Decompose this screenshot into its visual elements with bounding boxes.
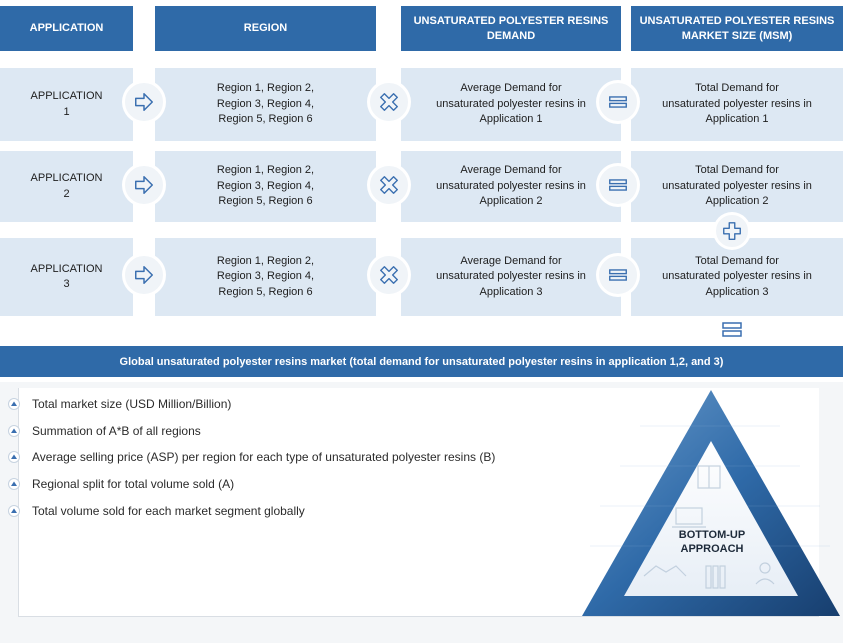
multiply-icon bbox=[369, 82, 409, 122]
triangle-bullet-icon bbox=[8, 478, 20, 490]
demand-line: unsaturated polyester resins in bbox=[436, 97, 586, 110]
market-line: Application 2 bbox=[705, 195, 769, 208]
books-icon bbox=[705, 565, 726, 589]
equals-icon bbox=[598, 82, 638, 122]
triangle-bullet-icon bbox=[8, 505, 20, 517]
demand-line: unsaturated polyester resins in bbox=[436, 179, 586, 192]
bullet-text: Total volume sold for each market segmen… bbox=[32, 504, 305, 518]
demand-cell: Average Demand for unsaturated polyester… bbox=[401, 68, 621, 141]
application-number: 1 bbox=[63, 105, 70, 118]
market-line: unsaturated polyester resins in bbox=[662, 270, 812, 283]
bullet-text: Regional split for total volume sold (A) bbox=[32, 477, 235, 491]
market-line: Total Demand for bbox=[695, 82, 779, 95]
region-line: Region 5, Region 6 bbox=[218, 195, 313, 208]
header-demand-line1: UNSATURATED POLYESTER RESINS bbox=[413, 14, 609, 27]
demand-line: unsaturated polyester resins in bbox=[436, 270, 586, 283]
region-line: Region 1, Region 2, bbox=[216, 82, 315, 95]
header-demand-line2: DEMAND bbox=[486, 29, 536, 42]
demand-line: Average Demand for bbox=[460, 82, 562, 95]
bullet-item: Total market size (USD Million/Billion) bbox=[8, 397, 231, 411]
plus-icon bbox=[715, 214, 749, 248]
application-label: APPLICATION bbox=[30, 90, 103, 102]
demand-line: Average Demand for bbox=[460, 254, 562, 267]
region-line: Region 3, Region 4, bbox=[216, 270, 315, 283]
handshake-icon bbox=[643, 565, 687, 577]
bullet-item: Regional split for total volume sold (A) bbox=[8, 477, 234, 491]
book-icon bbox=[697, 465, 721, 489]
triangle-bullet-icon bbox=[8, 451, 20, 463]
triangle-bullet-icon bbox=[8, 425, 20, 437]
bottom-up-triangle bbox=[580, 386, 842, 618]
arrow-right-icon bbox=[124, 255, 164, 295]
bullet-text: Total market size (USD Million/Billion) bbox=[32, 397, 232, 411]
market-line: unsaturated polyester resins in bbox=[662, 179, 812, 192]
region-cell: Region 1, Region 2, Region 3, Region 4, … bbox=[155, 68, 376, 141]
person-icon bbox=[755, 562, 775, 585]
equals-icon bbox=[598, 165, 638, 205]
application-cell: APPLICATION 2 bbox=[0, 151, 133, 222]
header-demand: UNSATURATED POLYESTER RESINS DEMAND bbox=[401, 6, 621, 51]
triangle-bullet-icon bbox=[8, 398, 20, 410]
bullet-item: Total volume sold for each market segmen… bbox=[8, 504, 305, 518]
market-line: Application 3 bbox=[705, 285, 769, 298]
arrow-right-icon bbox=[124, 82, 164, 122]
global-market-banner: Global unsaturated polyester resins mark… bbox=[0, 346, 843, 377]
application-cell: APPLICATION 3 bbox=[0, 238, 133, 316]
bullet-text: Summation of A*B of all regions bbox=[32, 424, 201, 438]
market-line: Total Demand for bbox=[695, 254, 779, 267]
region-cell: Region 1, Region 2, Region 3, Region 4, … bbox=[155, 238, 376, 316]
region-line: Region 1, Region 2, bbox=[216, 164, 315, 177]
header-market-size: UNSATURATED POLYESTER RESINS MARKET SIZE… bbox=[631, 6, 843, 51]
equals-icon bbox=[598, 255, 638, 295]
market-line: unsaturated polyester resins in bbox=[662, 97, 812, 110]
laptop-icon bbox=[672, 507, 706, 528]
demand-line: Application 1 bbox=[479, 113, 543, 126]
market-cell: Total Demand for unsaturated polyester r… bbox=[631, 151, 843, 222]
header-market-line2: MARKET SIZE (MSM) bbox=[681, 29, 793, 42]
approach-line: BOTTOM-UP bbox=[678, 529, 746, 541]
header-market-line1: UNSATURATED POLYESTER RESINS bbox=[639, 14, 835, 27]
region-line: Region 5, Region 6 bbox=[218, 285, 313, 298]
region-line: Region 1, Region 2, bbox=[216, 254, 315, 267]
region-line: Region 5, Region 6 bbox=[218, 113, 313, 126]
multiply-icon bbox=[369, 255, 409, 295]
region-line: Region 3, Region 4, bbox=[216, 97, 315, 110]
demand-cell: Average Demand for unsaturated polyester… bbox=[401, 151, 621, 222]
approach-label: BOTTOM-UP APPROACH bbox=[676, 528, 748, 556]
region-cell: Region 1, Region 2, Region 3, Region 4, … bbox=[155, 151, 376, 222]
application-label: APPLICATION bbox=[30, 172, 103, 184]
application-cell: APPLICATION 1 bbox=[0, 68, 133, 141]
header-region: REGION bbox=[155, 6, 376, 51]
bullet-item: Average selling price (ASP) per region f… bbox=[8, 450, 495, 464]
application-number: 3 bbox=[63, 278, 70, 290]
equals-icon bbox=[720, 318, 744, 342]
demand-line: Application 2 bbox=[479, 195, 543, 208]
market-cell: Total Demand for unsaturated polyester r… bbox=[631, 68, 843, 141]
market-line: Total Demand for bbox=[695, 164, 779, 177]
multiply-icon bbox=[369, 165, 409, 205]
application-label: APPLICATION bbox=[30, 262, 103, 275]
demand-line: Average Demand for bbox=[460, 164, 562, 177]
market-line: Application 1 bbox=[705, 113, 769, 126]
header-application: APPLICATION bbox=[0, 6, 133, 51]
demand-line: Application 3 bbox=[479, 285, 543, 298]
market-cell: Total Demand for unsaturated polyester r… bbox=[631, 238, 843, 316]
bullet-item: Summation of A*B of all regions bbox=[8, 424, 201, 438]
approach-line: APPROACH bbox=[680, 543, 744, 555]
region-line: Region 3, Region 4, bbox=[216, 179, 315, 192]
demand-cell: Average Demand for unsaturated polyester… bbox=[401, 238, 621, 316]
application-number: 2 bbox=[63, 187, 70, 200]
arrow-right-icon bbox=[124, 165, 164, 205]
bullet-text: Average selling price (ASP) per region f… bbox=[32, 450, 496, 464]
